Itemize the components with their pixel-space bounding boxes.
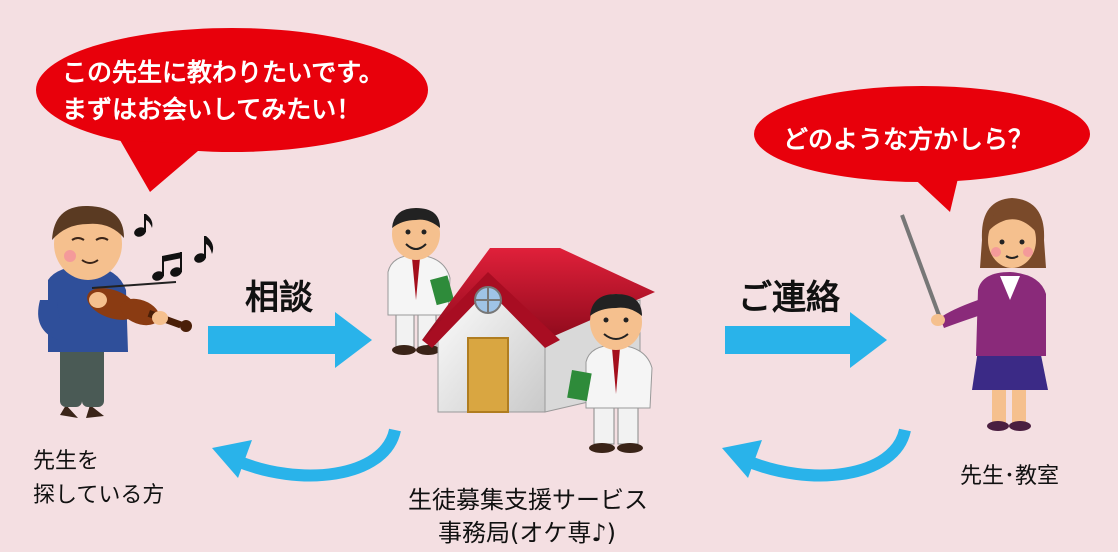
student-label-line2: 探している方 — [33, 483, 165, 508]
teacher-bubble-text: どのような方かしら？ — [783, 125, 1034, 154]
teacher-label: 先生･教室 — [960, 464, 1060, 489]
music-note-icon — [134, 214, 214, 281]
return-arrow-right-icon — [722, 428, 911, 482]
speech-bubble-teacher — [754, 86, 1090, 212]
contact-arrow-icon — [725, 312, 887, 368]
student-bubble-text-line1: この先生に教わりたいです。 — [62, 58, 384, 87]
staff-man-figure — [567, 294, 653, 453]
office-label-line1: 生徒募集支援サービス — [408, 486, 648, 514]
consult-label: 相談 — [245, 278, 313, 318]
consult-arrow-icon — [208, 312, 372, 368]
pointer-stick-icon — [900, 214, 942, 319]
student-label-line1: 先生を — [33, 449, 100, 474]
return-arrow-left-icon — [212, 428, 401, 482]
student-bubble-text-line2: まずはお会いしてみたい！ — [62, 95, 362, 124]
staff-man-figure — [387, 208, 455, 355]
speech-bubble-student — [36, 28, 428, 192]
contact-label: ご連絡 — [738, 278, 840, 318]
house-door — [467, 337, 509, 413]
office-label-line2: 事務局(オケ専♪) — [438, 519, 617, 547]
violinist-figure — [38, 205, 192, 418]
teacher-figure — [900, 198, 1048, 431]
